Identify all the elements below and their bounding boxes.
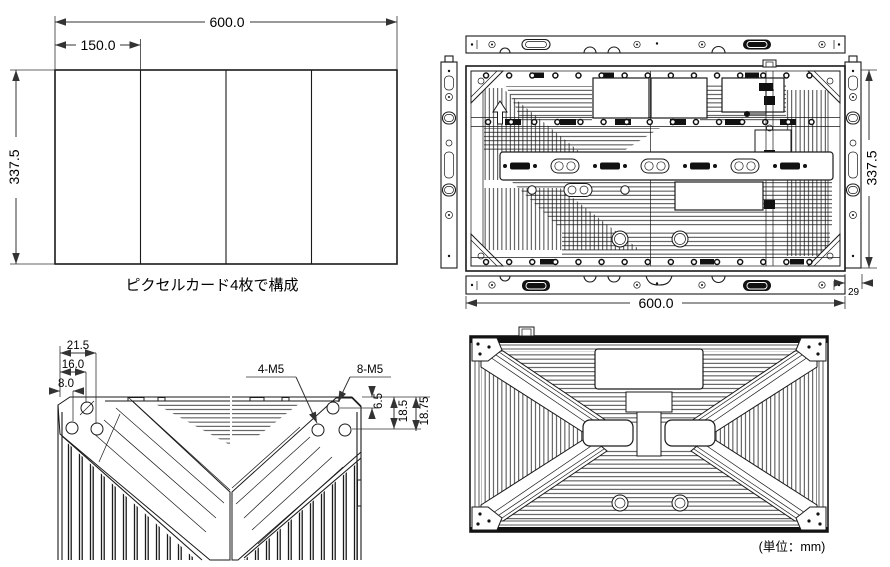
m5-hole <box>311 423 325 437</box>
left-edge-view <box>440 55 458 269</box>
top-connector-tab <box>518 326 535 337</box>
dim-width-600: 600.0 <box>54 14 398 70</box>
front-panel-outline <box>54 69 398 265</box>
corner-gussets <box>470 70 841 267</box>
small-module-box <box>625 391 673 413</box>
m5-hole <box>338 423 352 437</box>
top-edge-view <box>465 35 846 54</box>
drain-hole <box>611 494 629 512</box>
drain-hole <box>671 494 689 512</box>
dim-back-width-label: 600.0 <box>638 295 673 311</box>
unit-note: (単位：mm) <box>759 539 826 554</box>
dim-card-label: 150.0 <box>80 37 115 53</box>
center-hub-left <box>582 419 634 447</box>
rear-view-drawing <box>469 326 829 533</box>
top-strip-screw-holes <box>488 40 826 49</box>
cable-elbow <box>744 83 774 117</box>
svg-text:6.5: 6.5 <box>373 393 385 409</box>
module-box <box>650 77 708 119</box>
module-box <box>592 77 650 119</box>
dim-back-height-label: 337.5 <box>864 150 880 185</box>
svg-text:18.75: 18.75 <box>419 397 431 426</box>
mounting-plate <box>499 151 834 181</box>
back-view-drawing: 337.5 29 600.0 <box>440 35 880 311</box>
module-box <box>721 77 785 113</box>
corner-detail-top-left: 21.5 16.0 8.0 <box>49 340 231 561</box>
handle-slot <box>521 38 551 51</box>
dim-height-label: 337.5 <box>6 149 22 184</box>
x-braces <box>480 350 818 522</box>
dim-depth-label: 29 <box>848 287 860 298</box>
dim-depth-29: 29 <box>834 274 873 298</box>
center-channel <box>636 409 662 457</box>
dim-corner-8-0: 8.0 <box>49 378 84 421</box>
dim-corner-18-75: 18.75 <box>412 397 431 431</box>
dim-back-height-337: 337.5 <box>861 69 880 269</box>
fastener-row-bottom <box>471 257 840 266</box>
svg-text:8.0: 8.0 <box>58 378 74 390</box>
svg-text:16.0: 16.0 <box>62 359 84 371</box>
dim-corner-18-5: 18.5 <box>352 397 421 430</box>
dim-height-337: 337.5 <box>6 69 55 265</box>
module-box <box>674 181 764 211</box>
caption-pixel-cards: ピクセルカード4枚で構成 <box>126 277 299 294</box>
m5-hole <box>326 401 340 415</box>
svg-text:18.5: 18.5 <box>398 400 410 422</box>
right-edge-view <box>844 55 862 269</box>
dim-card-150: 150.0 <box>55 37 141 70</box>
fastener-row-top <box>482 72 834 79</box>
card-dividers <box>139 70 313 264</box>
back-panel-face <box>465 59 846 272</box>
bottom-edge-view <box>465 275 846 295</box>
dim-back-width-600: 600.0 <box>465 295 846 311</box>
rear-corner-plates <box>471 337 827 531</box>
dim-corner-16-0: 16.0 <box>60 359 87 403</box>
power-inlet-slot <box>743 39 771 50</box>
up-arrow-icon <box>492 100 508 125</box>
callout-8m5: 8-M5 <box>337 364 391 403</box>
dim-width-label: 600.0 <box>209 14 244 30</box>
svg-text:8-M5: 8-M5 <box>357 364 383 376</box>
corner-detail-top-right: 4-M5 8-M5 6.5 18.5 18.75 <box>231 364 431 561</box>
svg-text:21.5: 21.5 <box>67 340 89 352</box>
m5-hole <box>90 422 104 436</box>
center-hub-right <box>664 419 716 447</box>
m5-hole <box>65 421 79 435</box>
front-view-drawing: 600.0 150.0 337.5 ピクセルカード4枚で構成 <box>6 14 398 294</box>
top-module-box <box>594 348 704 390</box>
callout-4m5: 4-M5 <box>246 364 318 424</box>
svg-text:4-M5: 4-M5 <box>258 364 284 376</box>
